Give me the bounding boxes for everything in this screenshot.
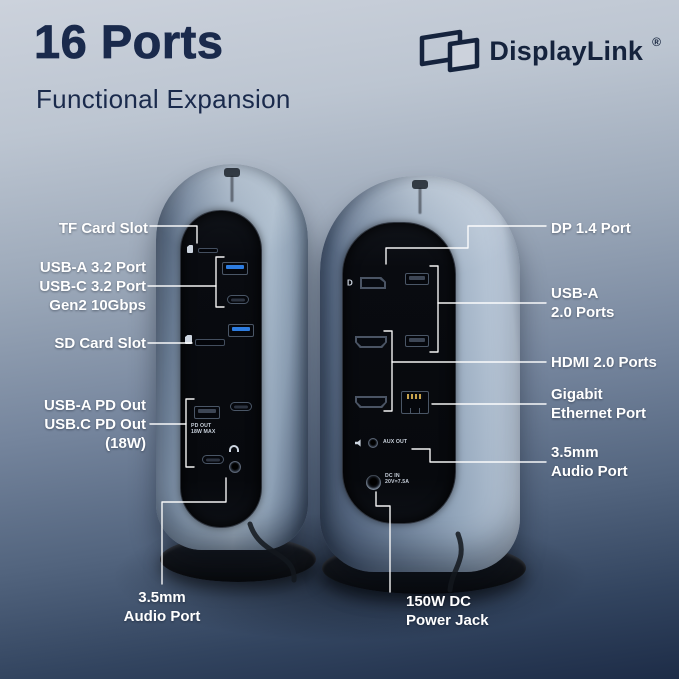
audio-jack-left [229, 461, 241, 473]
dp-1-4-port [360, 277, 386, 289]
brand-name: DisplayLink [489, 35, 644, 66]
usb-a-2-0-port-2 [405, 335, 429, 347]
callout-text: 2.0 Ports [551, 304, 615, 321]
registered-mark: ® [652, 35, 661, 49]
callout-audio-bottom-left: 3.5mm Audio Port [102, 588, 222, 626]
callout-ethernet-port: Gigabit Ethernet Port [551, 385, 675, 423]
aux-out-label: AUX OUT [383, 439, 408, 445]
headphone-icon [229, 445, 239, 452]
callout-usb-3-2-ports: USB-A 3.2 Port USB-C 3.2 Port Gen2 10Gbp… [8, 258, 146, 315]
aux-audio-jack [368, 438, 378, 448]
usb-a-2-0-port-1 [405, 273, 429, 285]
dc-power-jack [366, 475, 381, 490]
pd-out-line2: 18W MAX [191, 428, 216, 435]
callout-pd-out-ports: USB-A PD Out USB.C PD Out (18W) [10, 396, 146, 453]
callout-text: Audio Port [551, 463, 628, 480]
callout-text: Power Jack [406, 612, 489, 629]
callout-text: USB.C PD Out [44, 416, 146, 433]
callout-text: Gigabit [551, 386, 603, 403]
page-title: 16 Ports [34, 15, 224, 69]
usb-c-pd-out-port [230, 402, 252, 411]
callout-text: USB-A 3.2 Port [39, 259, 146, 276]
callout-text: Audio Port [123, 608, 201, 625]
tower-top-tab [224, 168, 240, 177]
ethernet-port [401, 391, 429, 414]
callout-text: 3.5mm [551, 444, 599, 461]
tf-card-icon [187, 245, 193, 253]
callout-tf-card-slot: TF Card Slot [14, 219, 148, 238]
usb-c-3-2-port [227, 295, 249, 304]
callout-text: Ethernet Port [551, 405, 647, 422]
callout-hdmi-ports: HDMI 2.0 Ports [551, 353, 675, 372]
callout-dp-port: DP 1.4 Port [551, 219, 671, 238]
dock-tower-right: D AUX OUT DC IN 20V=7.5A [320, 176, 520, 572]
callout-text: USB-A [551, 285, 599, 302]
callout-audio-right: 3.5mm Audio Port [551, 443, 671, 481]
callout-text: (18W) [105, 435, 146, 452]
usb-a-3-2-port [222, 262, 248, 275]
callout-text: USB-C 3.2 Port [39, 278, 146, 295]
pd-out-line1: PD OUT [191, 423, 212, 429]
callout-text: DP 1.4 Port [551, 220, 631, 237]
port-panel-left: PD OUT 18W MAX [180, 210, 262, 528]
callout-text: Gen2 10Gbps [49, 297, 146, 314]
dc-in-label: DC IN 20V=7.5A [385, 473, 409, 484]
callout-dc-power-jack: 150W DC Power Jack [406, 592, 536, 630]
tower-top-seam [230, 176, 234, 202]
tf-card-slot [198, 248, 218, 253]
dock-tower-left: PD OUT 18W MAX [156, 164, 308, 550]
hdmi-port-2 [355, 396, 387, 408]
pd-out-label: PD OUT 18W MAX [191, 423, 215, 434]
displaylink-brand: DisplayLink ® [416, 28, 661, 74]
displaylink-logo-icon [420, 29, 480, 73]
dc-in-line1: DC IN [385, 473, 400, 479]
usb-a-pd-out-port [194, 406, 220, 419]
sd-card-slot [195, 339, 225, 346]
dp-logo-icon: D [347, 279, 353, 288]
tower-top-tab-right [412, 180, 428, 189]
callout-text: 3.5mm [138, 589, 186, 606]
callout-text: 150W DC [406, 593, 472, 610]
port-panel-right: D AUX OUT DC IN 20V=7.5A [342, 222, 456, 524]
tower-top-seam-right [418, 188, 422, 214]
callout-text: HDMI 2.0 Ports [551, 354, 657, 371]
sd-card-icon [185, 335, 192, 344]
callout-text: SD Card Slot [54, 335, 146, 352]
usb-c-port-3 [202, 455, 224, 464]
callout-usb-2-0-ports: USB-A 2.0 Ports [551, 284, 671, 322]
speaker-icon [355, 439, 361, 447]
callout-sd-card-slot: SD Card Slot [14, 334, 146, 353]
usb-a-3-2-port-2 [228, 324, 254, 337]
dc-in-line2: 20V=7.5A [385, 478, 410, 485]
callout-text: USB-A PD Out [44, 397, 146, 414]
page-subtitle: Functional Expansion [36, 84, 291, 114]
hdmi-port-1 [355, 336, 387, 348]
callout-text: TF Card Slot [58, 220, 148, 237]
